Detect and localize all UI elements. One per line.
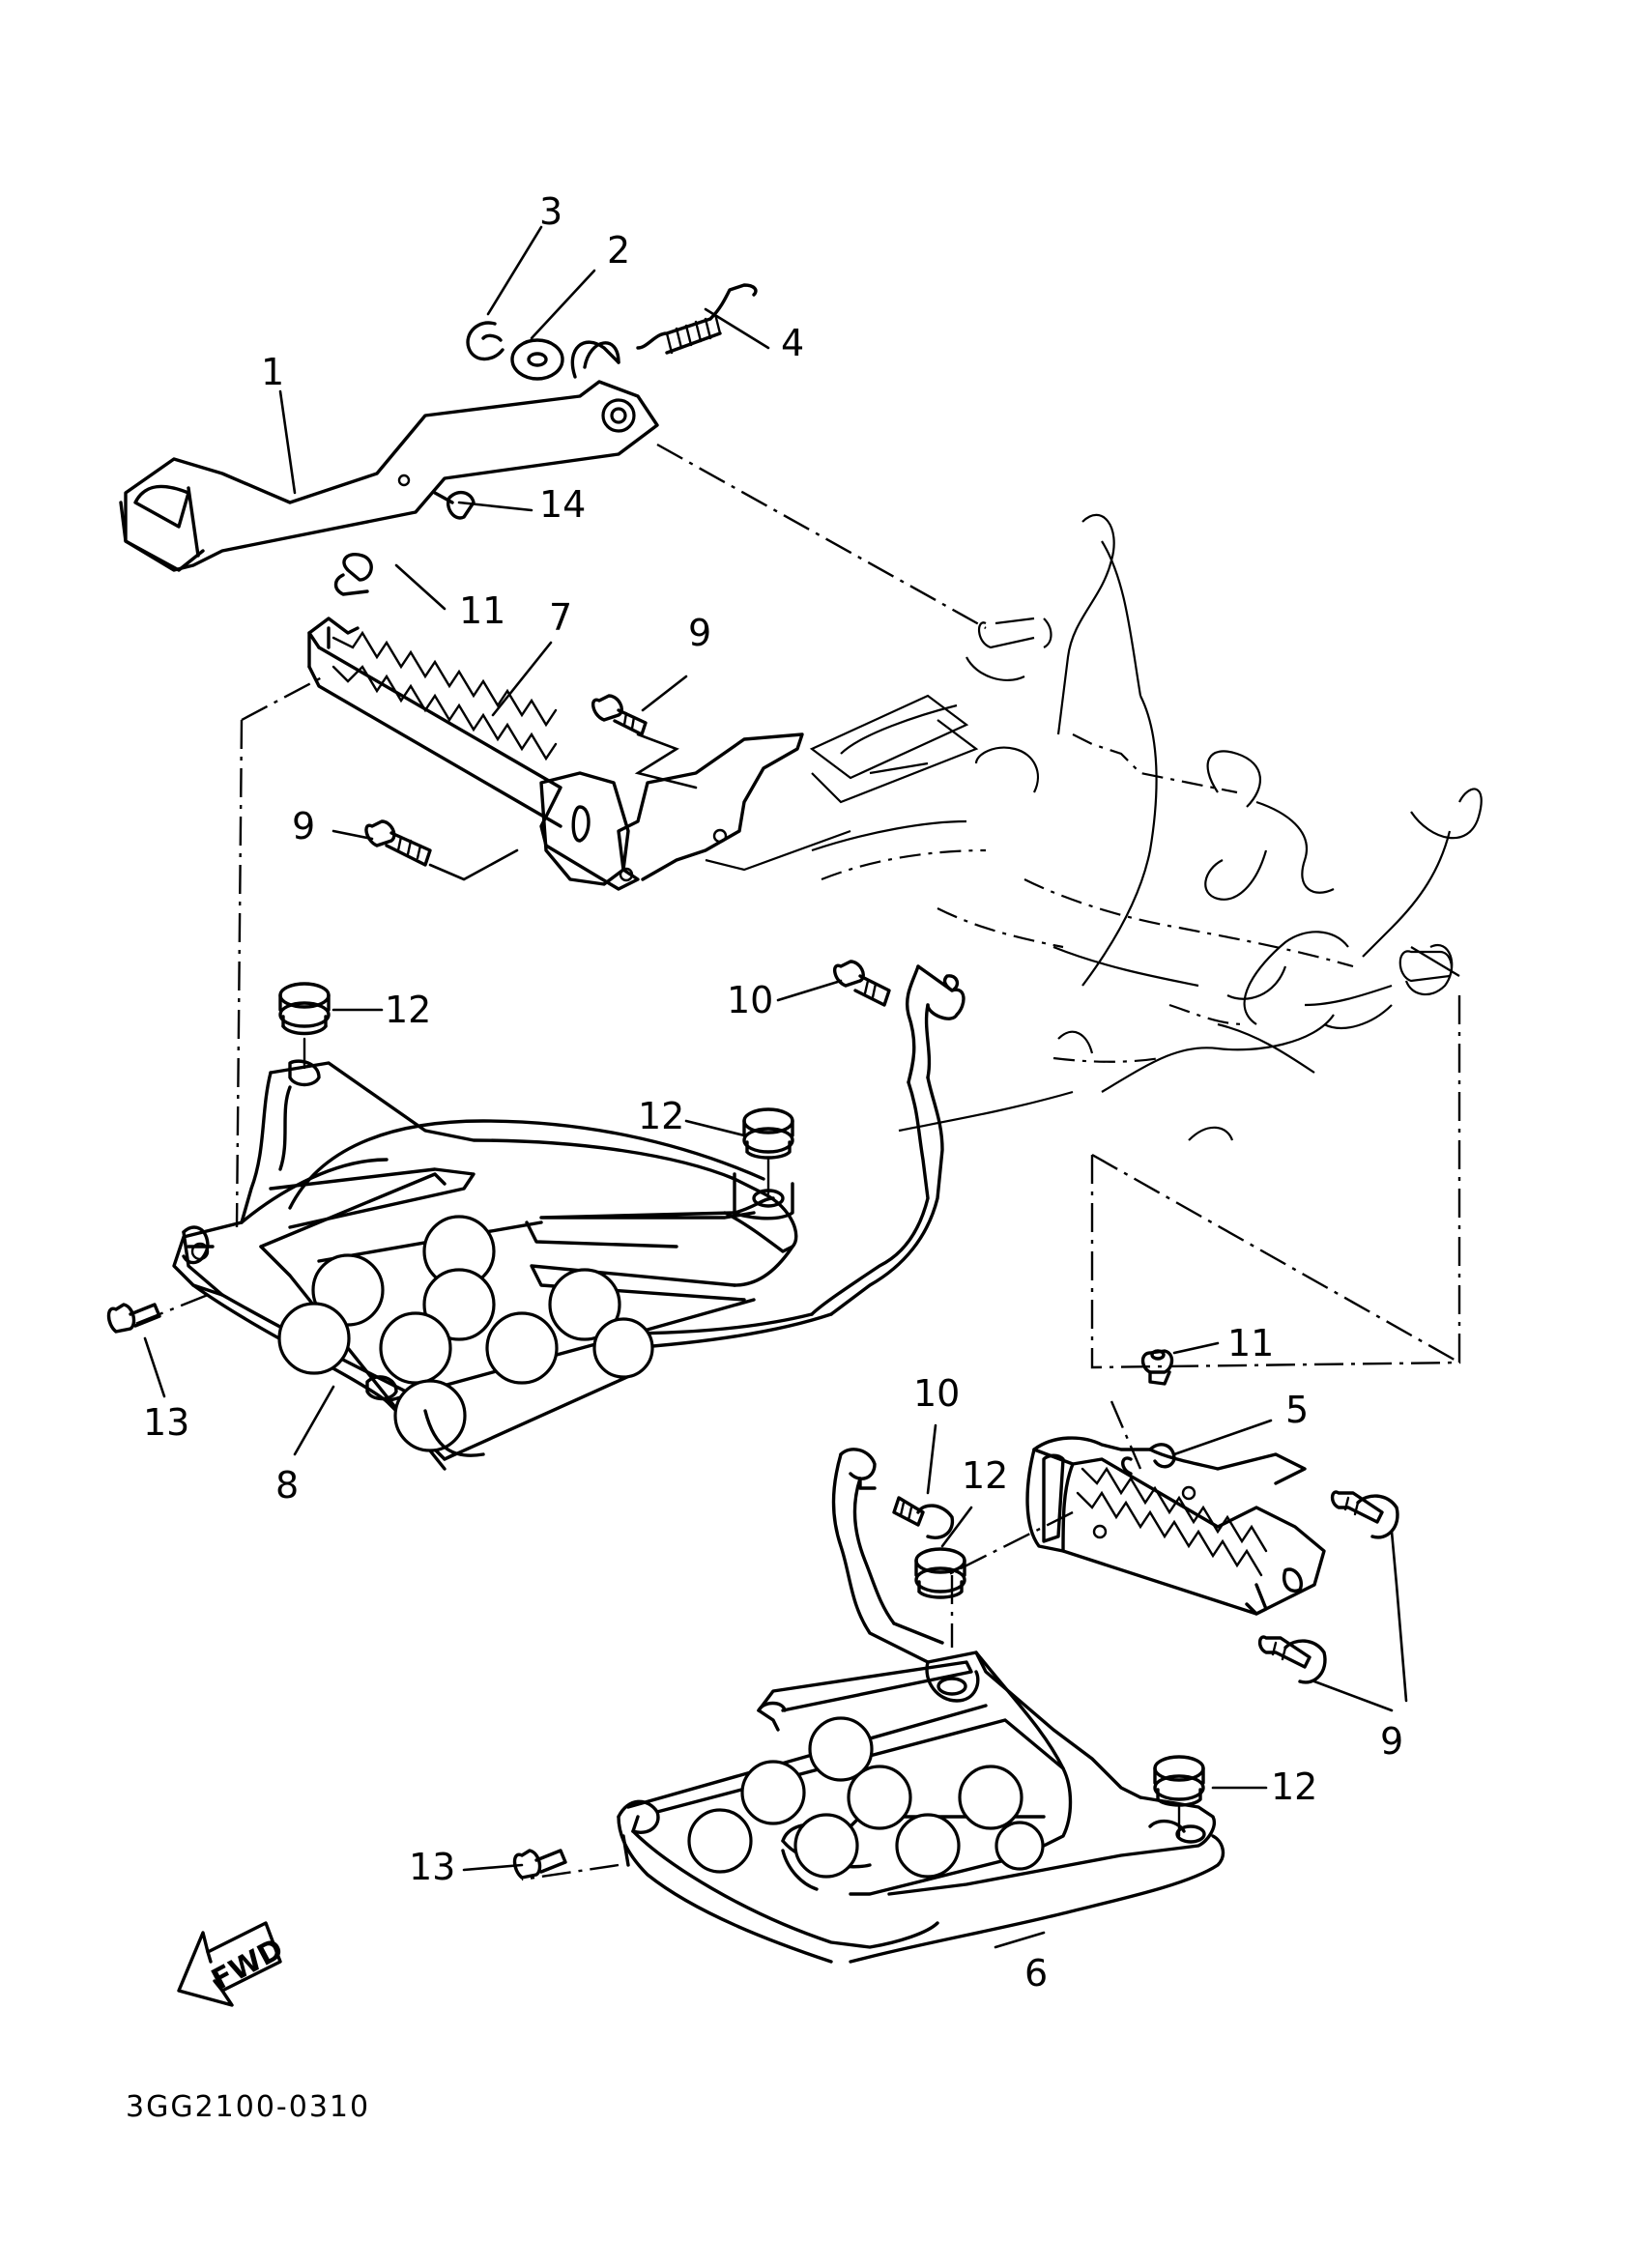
- spring: [636, 283, 758, 355]
- bolt-upper-2: [364, 732, 698, 881]
- fwd-label: FWD: [206, 1932, 289, 1997]
- callout-13-right: 13: [409, 1846, 455, 1888]
- callout-5: 5: [1285, 1389, 1309, 1431]
- bolt-right-3: [892, 1496, 955, 1539]
- damper-4: [1153, 1755, 1205, 1838]
- callout-1: 1: [261, 351, 284, 393]
- callout-leaders: [143, 225, 1408, 1949]
- brake-pedal: [119, 340, 659, 572]
- assembly-lines: [134, 443, 1461, 1881]
- callout-12-c: 12: [962, 1454, 1008, 1497]
- callout-9-upper: 9: [688, 612, 711, 654]
- callout-9-right: 9: [1380, 1720, 1403, 1763]
- diagram-code: 3GG2100-0310: [126, 2090, 370, 2124]
- bolt-upper-1: [591, 694, 648, 736]
- callout-12-a: 12: [385, 989, 431, 1031]
- callout-9-left: 9: [292, 805, 315, 847]
- frame-outline: [705, 514, 1483, 1141]
- fwd-arrow: FWD: [177, 1921, 289, 2007]
- callout-11-right: 11: [1227, 1322, 1274, 1364]
- bolt-right-2: [1257, 1635, 1327, 1684]
- nut-right: [1140, 1349, 1174, 1386]
- damper-2: [742, 1107, 794, 1195]
- step-plate-right: [617, 1448, 1225, 1964]
- damper-1: [278, 982, 331, 1070]
- footrest-left: [307, 553, 804, 891]
- callout-7: 7: [549, 596, 572, 639]
- bolt-upper-3: [833, 960, 891, 1007]
- screw-left: [106, 1303, 161, 1334]
- e-clip: [466, 321, 504, 361]
- callout-4: 4: [781, 322, 804, 364]
- callout-8: 8: [275, 1464, 299, 1507]
- callout-2: 2: [607, 229, 630, 272]
- callout-6: 6: [1024, 1952, 1048, 1995]
- callout-12-d: 12: [1271, 1766, 1317, 1808]
- washer: [510, 338, 564, 381]
- footrest-right: [1025, 1436, 1326, 1616]
- pin: [433, 490, 476, 520]
- damper-3: [914, 1547, 966, 1599]
- bolt-right-1: [1330, 1490, 1399, 1539]
- callout-14: 14: [539, 483, 586, 526]
- callout-10-upper: 10: [727, 979, 773, 1021]
- callout-12-b: 12: [638, 1095, 684, 1137]
- screw-right: [512, 1849, 567, 1880]
- callout-13-left: 13: [143, 1401, 189, 1444]
- callout-3: 3: [539, 190, 562, 233]
- callout-10-right: 10: [913, 1372, 960, 1415]
- step-plate-left: [172, 964, 966, 1471]
- callout-11-upper: 11: [459, 589, 505, 632]
